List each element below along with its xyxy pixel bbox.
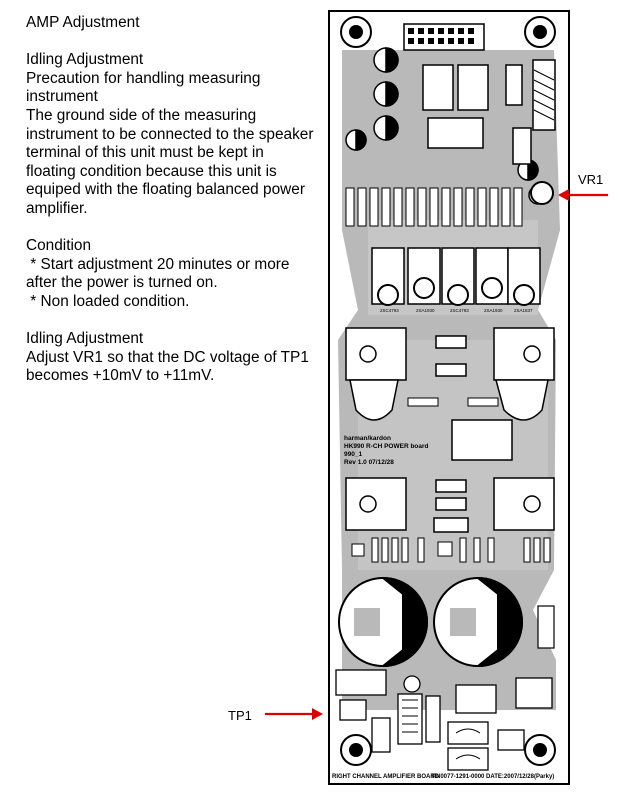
- precaution-line: Precaution for handling measuring instru…: [26, 69, 265, 106]
- footer-part-number: PN0077-1291-0000 DATE:2007/12/28(Parky): [432, 774, 554, 780]
- transistor-label-3: 2SC4793: [450, 308, 469, 313]
- mounting-holes: [340, 16, 556, 766]
- silk-part: 990_1: [344, 451, 362, 458]
- condition-item-1: * Start adjustment 20 minutes or more af…: [26, 255, 294, 292]
- condition-item-2: * Non loaded condition.: [26, 292, 190, 310]
- adjust-body: Adjust VR1 so that the DC voltage of TP1…: [26, 348, 314, 385]
- precaution-body: The ground side of the measuring instrum…: [26, 106, 318, 217]
- pcb-svg: 2SC4793 2SA1930 2SC4793 2SA1930 2SA1837: [328, 10, 570, 785]
- idling-adjustment-title-2: Idling Adjustment: [26, 330, 144, 348]
- tp1-label: TP1: [228, 708, 252, 723]
- vr1-potentiometer: [530, 181, 554, 205]
- pcb-board-diagram: 2SC4793 2SA1930 2SC4793 2SA1930 2SA1837: [328, 10, 570, 785]
- vr1-label: VR1: [578, 172, 604, 187]
- silk-revision: Rev 1.0 07/12/28: [344, 459, 394, 466]
- instructions-text: AMP Adjustment Idling Adjustment Precaut…: [26, 14, 316, 386]
- silk-model: HK990 R-CH POWER board: [344, 443, 429, 450]
- transistor-label-4: 2SA1930: [484, 308, 503, 313]
- tp1-test-point: [339, 699, 367, 721]
- footer-board-name: RIGHT CHANNEL AMPLIFIER BOARD: [332, 774, 440, 780]
- transistor-label-2: 2SA1930: [416, 308, 435, 313]
- transistor-label-1: 2SC4793: [380, 308, 399, 313]
- condition-title: Condition: [26, 237, 92, 255]
- heading-amp-adjustment: AMP Adjustment: [26, 14, 140, 31]
- idling-adjustment-title: Idling Adjustment: [26, 51, 144, 69]
- silk-brand: harman/kardon: [344, 435, 391, 442]
- transistor-label-5: 2SA1837: [514, 308, 533, 313]
